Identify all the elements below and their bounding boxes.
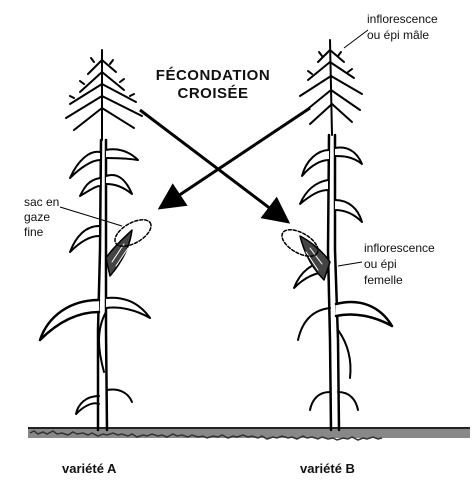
maize-plant-a (40, 50, 155, 430)
stalk-b (328, 135, 339, 430)
arrow-b-to-a (160, 108, 310, 208)
bag-label-line2: gaze (24, 211, 50, 224)
bag-label-line1: sac en (24, 196, 59, 209)
male-label-line2: ou épi mâle (367, 29, 429, 42)
leaf-b8 (338, 330, 351, 378)
leaf-b10 (338, 392, 358, 410)
male-tassel-b (300, 40, 362, 135)
leaf-b7 (298, 308, 330, 340)
maize-plant-b (278, 40, 392, 430)
leaf-b1 (302, 150, 329, 176)
male-tassel-a (66, 50, 142, 140)
leaf-b3 (300, 180, 328, 204)
cross-arrows (140, 108, 310, 222)
leaf-b2 (335, 148, 362, 164)
leaf-b6 (336, 302, 392, 326)
leaf-a7 (106, 298, 150, 318)
leader-bag (60, 207, 122, 226)
leaf-b4 (335, 200, 362, 222)
leaf-a6 (40, 300, 99, 340)
leaf-a9 (76, 396, 99, 414)
female-ear-a (106, 230, 132, 276)
leaf-a4 (106, 175, 132, 194)
female-label-line1: inflorescence (364, 242, 435, 255)
leader-female (338, 262, 362, 266)
female-label-line3: femelle (364, 274, 403, 287)
leaf-a10 (107, 390, 132, 403)
leaf-a5 (70, 226, 99, 252)
leaf-a2 (106, 149, 138, 160)
ground (28, 428, 470, 440)
variety-a-label: variété A (62, 462, 116, 476)
male-label-line1: inflorescence (367, 13, 438, 26)
leader-male (344, 30, 368, 48)
bag-label-line3: fine (24, 226, 43, 239)
leaf-b9 (310, 392, 330, 410)
title-line2: CROISÉE (138, 86, 288, 103)
leaf-a1 (70, 152, 100, 178)
leaf-a3 (80, 178, 100, 196)
female-label-line2: ou épi (364, 258, 397, 271)
title-line1: FÉCONDATION (138, 68, 288, 85)
variety-b-label: variété B (300, 462, 355, 476)
